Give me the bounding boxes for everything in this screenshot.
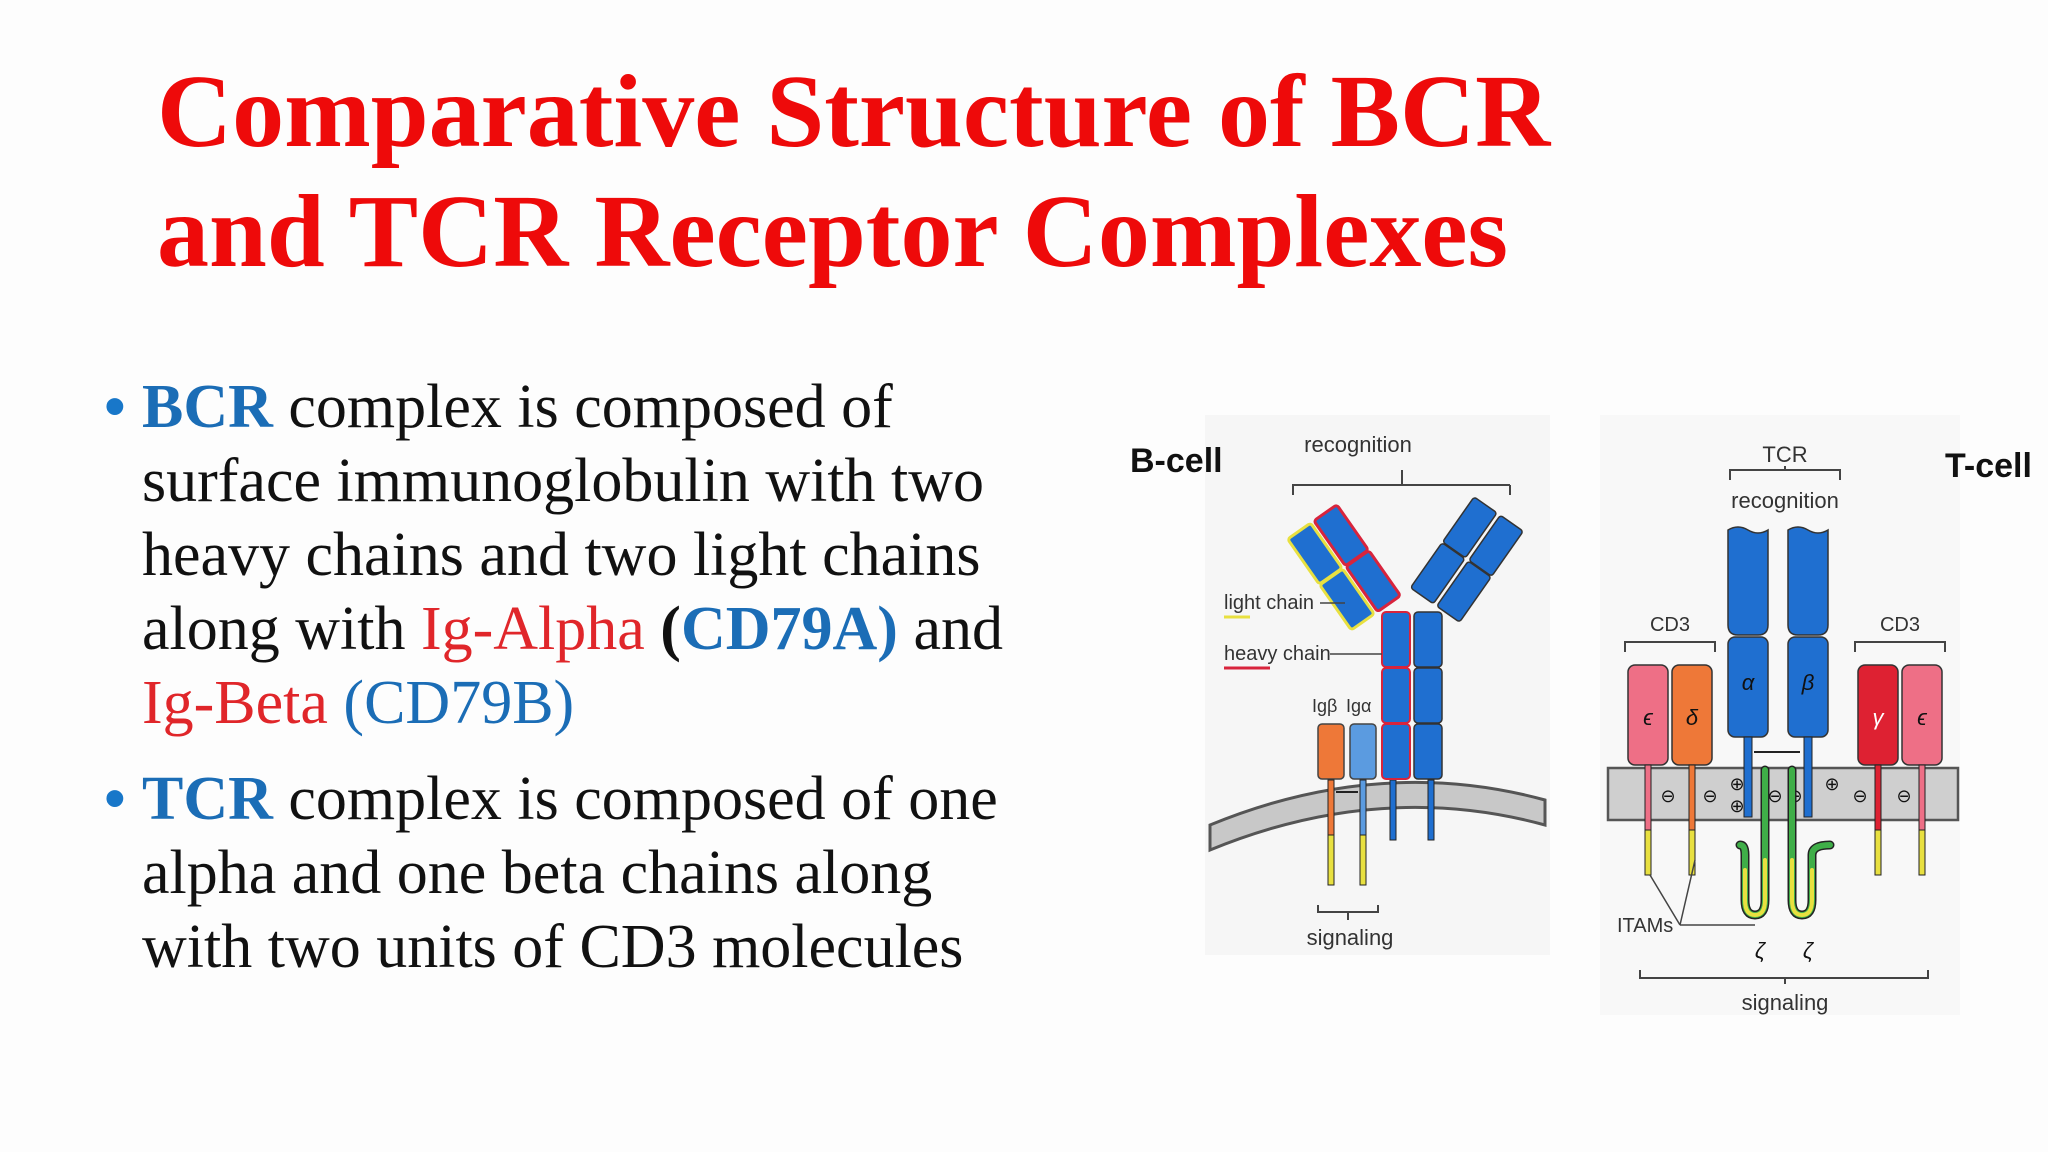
fab-right-arm bbox=[1410, 497, 1523, 622]
zeta-right-label: ζ bbox=[1803, 938, 1815, 963]
itams-label: ITAMs bbox=[1617, 915, 1673, 937]
heavy-chain-label: heavy chain bbox=[1224, 643, 1331, 665]
tcr-beta-chain: β bbox=[1787, 526, 1829, 818]
bcr-line-1: BCR complex is composed of bbox=[142, 370, 1120, 444]
tcell-heading: T-cell bbox=[1945, 447, 2032, 485]
bcr-line-4-prefix: along with bbox=[142, 595, 421, 663]
bullet-dot: • bbox=[104, 372, 126, 441]
charge-minus: ⊖ bbox=[1852, 786, 1867, 806]
bcr-line-1-text: complex is composed of bbox=[272, 373, 893, 441]
ig-beta-box bbox=[1317, 723, 1345, 780]
ig-beta-label: Igβ bbox=[1312, 696, 1337, 716]
bcell-recognition-bracket bbox=[1292, 470, 1511, 495]
ig-alpha-text: Ig-Alpha bbox=[420, 595, 645, 663]
tcr-line-1-text: complex is composed of one bbox=[272, 765, 998, 833]
tcell-recognition-label: recognition bbox=[1731, 488, 1839, 513]
and-text: and bbox=[897, 595, 1003, 663]
ig-beta-text: Ig-Beta bbox=[142, 669, 328, 737]
bcr-line-4: along with Ig-Alpha (CD79A) and bbox=[142, 592, 1120, 666]
bcell-heading: B-cell bbox=[1130, 442, 1223, 480]
bullet-dot: • bbox=[104, 764, 126, 833]
delta-label: δ bbox=[1686, 705, 1699, 730]
charge-plus: ⊕ bbox=[1729, 796, 1744, 816]
charge-plus: ⊕ bbox=[1729, 774, 1744, 794]
cd3-right-label: CD3 bbox=[1880, 614, 1920, 636]
light-chain-label: light chain bbox=[1224, 592, 1314, 614]
alpha-label: α bbox=[1742, 670, 1756, 695]
title-line-2: and TCR Receptor Complexes bbox=[157, 174, 1508, 289]
tcr-keyword: TCR bbox=[142, 765, 273, 833]
tcr-line-1: TCR complex is composed of one bbox=[142, 762, 1120, 836]
charge-plus: ⊕ bbox=[1824, 774, 1839, 794]
tcell-signaling-label: signaling bbox=[1742, 990, 1829, 1015]
charge-minus: ⊖ bbox=[1896, 786, 1911, 806]
bcell-membrane bbox=[1208, 780, 1547, 853]
charge-minus: ⊖ bbox=[1702, 786, 1717, 806]
paren-open: ( bbox=[644, 595, 681, 663]
beta-label: β bbox=[1801, 670, 1815, 695]
bcr-keyword: BCR bbox=[142, 373, 273, 441]
cd3-epsilon-left: ϵ bbox=[1627, 664, 1669, 876]
cd3-left-label: CD3 bbox=[1650, 614, 1690, 636]
ig-alpha-label: Igα bbox=[1346, 696, 1371, 716]
cd3-delta: δ bbox=[1671, 664, 1713, 876]
tcr-alpha-chain: α bbox=[1727, 526, 1769, 818]
bullet-list: • BCR complex is composed of surface imm… bbox=[100, 370, 1120, 984]
bcr-line-3: heavy chains and two light chains bbox=[142, 521, 981, 589]
bcell-signaling-label: signaling bbox=[1307, 925, 1394, 950]
tcr-label: TCR bbox=[1762, 442, 1807, 467]
zeta-chain-left bbox=[1735, 765, 1770, 920]
zeta-chain-right bbox=[1787, 765, 1835, 920]
tcell-membrane bbox=[1606, 766, 1960, 822]
charge-minus: ⊖ bbox=[1660, 786, 1675, 806]
fab-left-arm bbox=[1287, 504, 1401, 631]
epsilon-left-label: ϵ bbox=[1643, 705, 1654, 730]
gamma-label: γ bbox=[1873, 705, 1886, 730]
ig-alpha-box bbox=[1349, 723, 1377, 780]
heavy-chain-left bbox=[1381, 611, 1411, 780]
bcr-line-5: Ig-Beta (CD79B) bbox=[142, 666, 1120, 740]
slide-title: Comparative Structure of BCR and TCR Rec… bbox=[157, 52, 1777, 292]
bullet-bcr: • BCR complex is composed of surface imm… bbox=[100, 370, 1120, 740]
cd79a-text: CD79A) bbox=[680, 595, 898, 663]
bcell-recognition-label: recognition bbox=[1304, 432, 1412, 457]
cd79b-text: (CD79B) bbox=[327, 669, 575, 737]
receptor-diagram: B-cell recognition bbox=[1130, 415, 2032, 1015]
cd3-epsilon-right: ϵ bbox=[1901, 664, 1943, 876]
tcr-line-3: with two units of CD3 molecules bbox=[142, 913, 964, 981]
zeta-left-label: ζ bbox=[1755, 938, 1767, 963]
cd3-gamma: γ bbox=[1857, 664, 1899, 876]
heavy-chain-right bbox=[1413, 611, 1443, 780]
tcr-line-2: alpha and one beta chains along bbox=[142, 839, 933, 907]
charge-minus: ⊖ bbox=[1767, 786, 1782, 806]
bcr-line-2: surface immunoglobulin with two bbox=[142, 447, 985, 515]
bullet-tcr: • TCR complex is composed of one alpha a… bbox=[100, 762, 1120, 984]
epsilon-right-label: ϵ bbox=[1917, 705, 1928, 730]
title-line-1: Comparative Structure of BCR bbox=[157, 54, 1551, 169]
